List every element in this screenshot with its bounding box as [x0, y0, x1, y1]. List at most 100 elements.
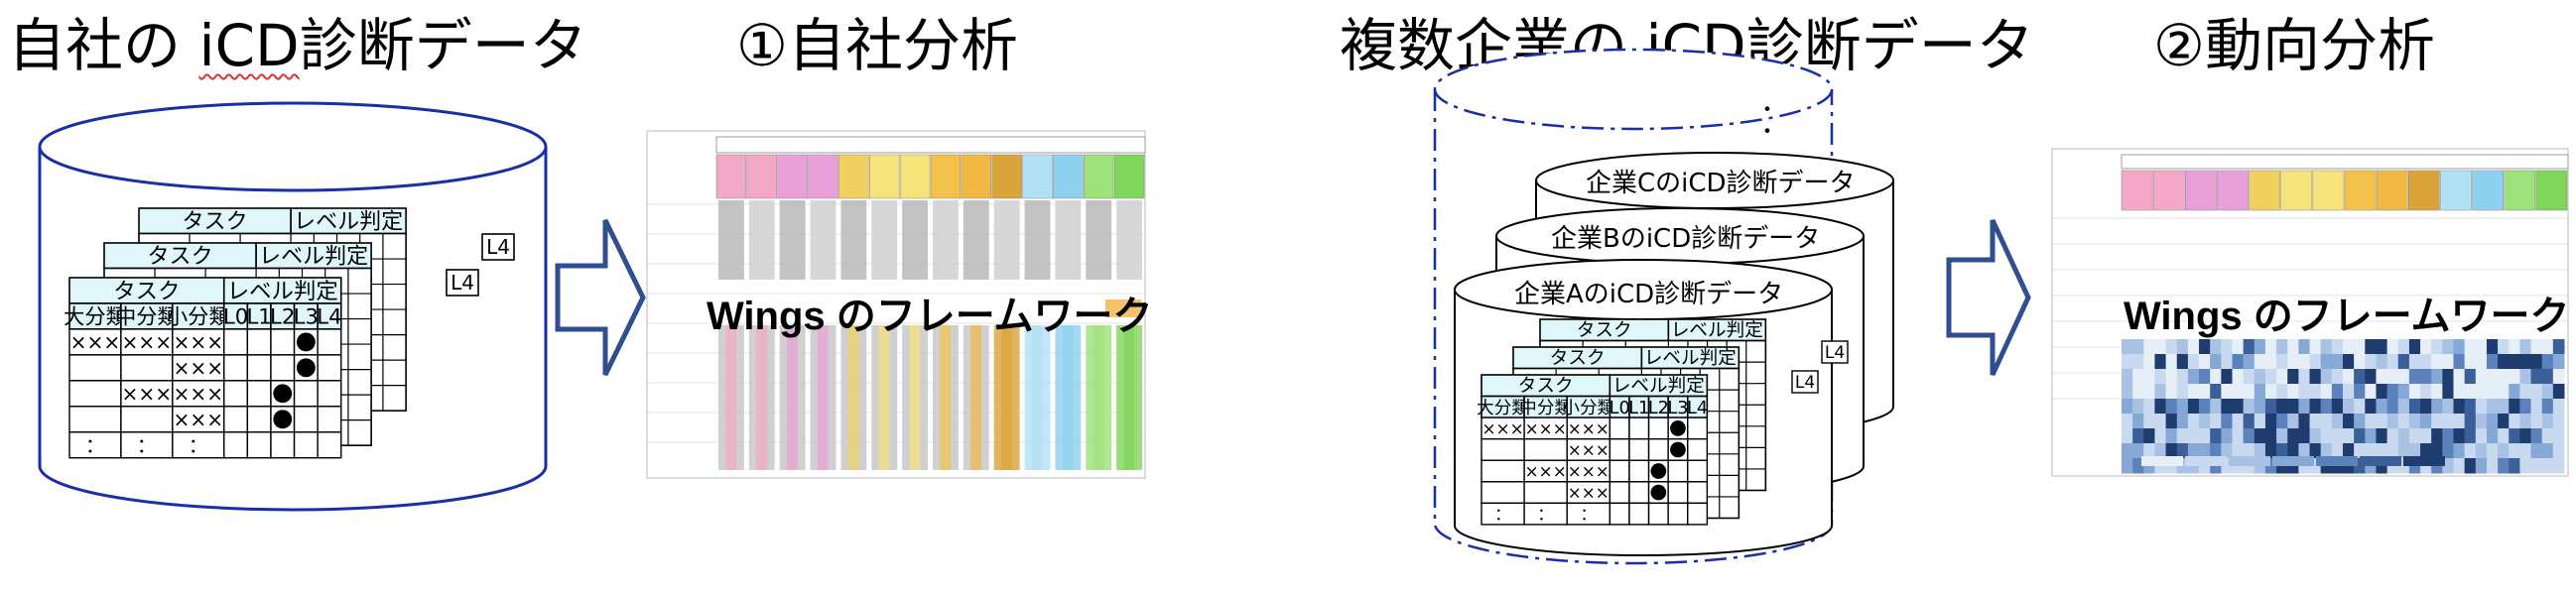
- sheet2-heat-cell: [2298, 428, 2311, 444]
- sheet1-highlight: [1062, 325, 1074, 470]
- own-table-back2-level-header: [290, 207, 407, 235]
- sheet2-heat-cell: [2530, 428, 2543, 444]
- sheet2-heat-cell: [2243, 399, 2255, 415]
- sheet1-header-band: [715, 136, 1146, 154]
- own-table-front-cell: [317, 406, 342, 433]
- sheet2-heat-cell: [2442, 339, 2454, 355]
- sheet2-heat-cell: [2298, 399, 2311, 415]
- arrow-right-2: [1946, 218, 2031, 377]
- sheet2-heat-cell: [2143, 399, 2155, 415]
- sheet2-heat-cell: [2132, 428, 2144, 444]
- sheet2-heat-cell: [2365, 399, 2377, 415]
- sheet2-heat-cell: [2519, 443, 2532, 459]
- sheet2-heat-cell: [2354, 354, 2366, 370]
- own-table-front-cell: [120, 431, 174, 459]
- sheet2-heat-cell: [2187, 414, 2200, 429]
- multi-table-front-cell-mark: ×××: [1568, 439, 1610, 459]
- sheet2-heat-cell: [2165, 428, 2178, 444]
- sheet2-heat-cell: [2176, 399, 2189, 415]
- sheet2-heat-cell: [2386, 443, 2399, 459]
- sheet1-highlight: [1000, 325, 1012, 470]
- multi-table-front-cell: [1481, 481, 1525, 505]
- sheet2-heat-cell: [2464, 414, 2477, 429]
- sheet2-heat-cell: [2320, 384, 2333, 400]
- multi-table-back1-level-label: レベル判定: [1644, 348, 1737, 369]
- sheet2-heat-cell: [2243, 354, 2255, 370]
- sheet1-upper-column: [1116, 200, 1142, 280]
- sheet2-heat-cell: [2519, 399, 2532, 415]
- sheet2-heat-cell: [2298, 369, 2311, 385]
- multi-table-front-cell-mark: ：: [1494, 504, 1511, 524]
- multi-table-front-cell: [1667, 459, 1689, 483]
- framework-label-trend: Wings のフレームワーク: [2124, 295, 2570, 338]
- sheet2-heat-cell: [2264, 458, 2277, 474]
- sheet2-heat-cell: [2143, 369, 2155, 385]
- sheet2-heat-cell: [2276, 443, 2288, 459]
- sheet2-heat-cell: [2397, 354, 2410, 370]
- sheet2-heat-cell: [2408, 369, 2421, 385]
- own-table-back2-level-label: レベル判定: [294, 209, 403, 234]
- own-back1-l4-label: L4: [451, 271, 474, 295]
- own-back2-l4-cell: [481, 233, 515, 261]
- sheet2-heat-cell: [2453, 443, 2466, 459]
- sheet2-heat-cell: [2552, 369, 2565, 385]
- multi-table-front-col-label: L0: [1610, 399, 1630, 418]
- multi-table-back2-level-label: レベル判定: [1671, 320, 1763, 341]
- sheet1-highlight: [756, 325, 767, 470]
- sheet2-heat-cell: [2320, 354, 2333, 370]
- sheet1-highlight: [847, 325, 859, 470]
- sheet2-heat-cell: [2464, 369, 2477, 385]
- sheet2-heat-cell: [2298, 339, 2311, 355]
- sheet2-heat-cell: [2442, 399, 2454, 415]
- own-table-front-cell-mark: ×××: [173, 408, 223, 431]
- sheet2-heat-cell: [2232, 369, 2245, 385]
- sheet2-heat-cell: [2143, 384, 2155, 400]
- own-table-front-cell-mark: ×××: [173, 382, 223, 406]
- sheet2-heat-cell: [2154, 399, 2167, 415]
- sheet2-heat-cell: [2331, 414, 2344, 429]
- sheet2-category-cell: [2535, 170, 2568, 211]
- sheet2-heat-cell: [2343, 384, 2355, 400]
- sheet2-heat-cell: [2509, 399, 2520, 415]
- own-table-front-cell: [317, 380, 342, 408]
- sheet2-heat-cell: [2397, 414, 2410, 429]
- sheet2-heat-cell: [2386, 339, 2399, 355]
- own-table-front-cell: [246, 328, 272, 356]
- sheet2-legend-swatch: [2272, 456, 2314, 466]
- sheet2-legend-swatch: [2229, 456, 2270, 466]
- sheet2-heat-cell: [2187, 428, 2200, 444]
- own-table-front-cell: [317, 354, 342, 382]
- multi-table-front-cell: [1481, 437, 1525, 461]
- own-table-front-cell-mark: ×××: [70, 330, 121, 354]
- sheet2-heat-cell: [2519, 354, 2532, 370]
- sheet2-heat-cell: [2519, 384, 2532, 400]
- sheet2-heat-cell: [2122, 339, 2133, 355]
- sheet2-heat-cell: [2386, 428, 2399, 444]
- sheet2-heat-cell: [2541, 414, 2554, 429]
- sheet2-heat-cell: [2331, 399, 2344, 415]
- sheet2-heat-cell: [2154, 369, 2167, 385]
- sheet1-category-cell: [838, 154, 869, 199]
- sheet2-heat-cell: [2453, 384, 2466, 400]
- sheet2-legend-swatch: [2360, 456, 2401, 466]
- own-table-front-cell: [223, 406, 249, 433]
- sheet2-heat-cell: [2530, 369, 2543, 385]
- sheet2-heat-cell: [2176, 354, 2189, 370]
- sheet2-heat-cell: [2122, 384, 2133, 400]
- multi-back1-l4-label: L4: [1795, 373, 1815, 393]
- sheet2-heat-cell: [2420, 443, 2432, 459]
- multi-table-back2-task-label: タスク: [1577, 320, 1632, 341]
- sheet2-heat-cell: [2519, 414, 2532, 429]
- sheet2-heat-cell: [2397, 369, 2410, 385]
- sheet2-heat-cell: [2122, 399, 2133, 415]
- sheet2-heat-cell: [2431, 399, 2443, 415]
- own-table-front-cell: [293, 431, 319, 459]
- sheet2-heat-cell: [2132, 399, 2144, 415]
- sheet2-heat-cell: [2475, 339, 2488, 355]
- sheet2-heat-cell: [2287, 354, 2299, 370]
- own-table-front-col-label: 小分類: [167, 305, 230, 330]
- sheet2-heat-cell: [2298, 443, 2311, 459]
- multi-table-front-cell: [1609, 459, 1630, 483]
- sheet1-highlight: [1093, 325, 1104, 470]
